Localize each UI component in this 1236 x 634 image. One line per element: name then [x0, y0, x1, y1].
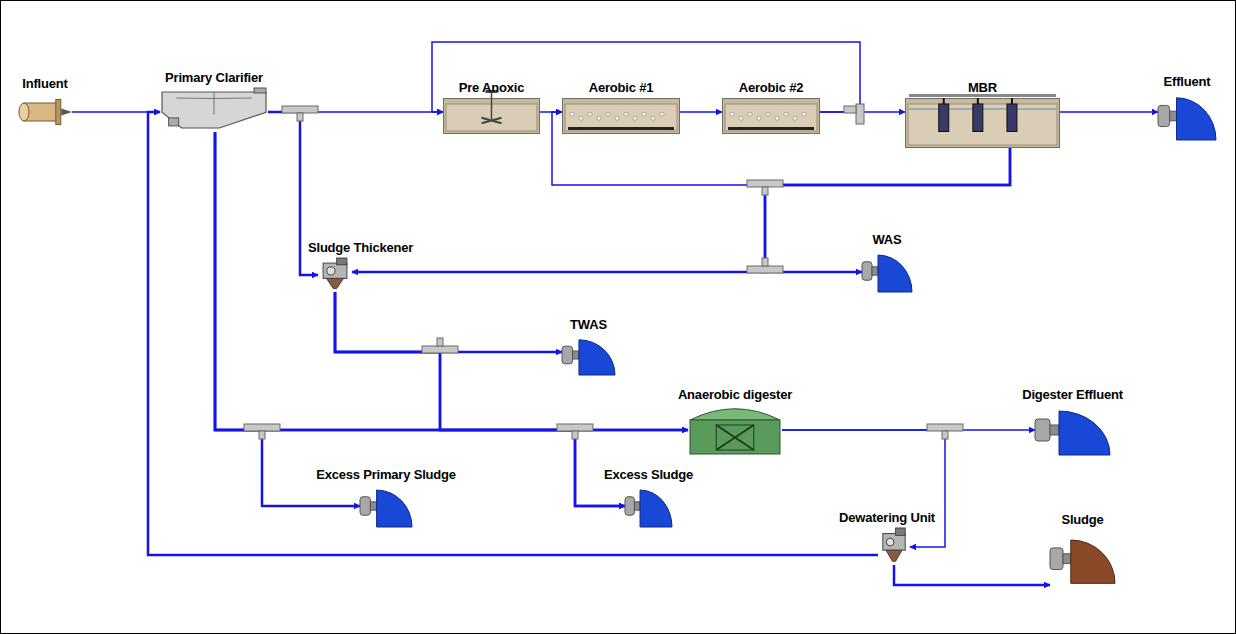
unit-label: Sludge Thickener — [308, 240, 413, 255]
process-unit: Aerobic #1 — [562, 98, 680, 134]
unit-label: Dewatering Unit — [839, 510, 935, 525]
splitter-symbol — [747, 258, 783, 273]
process-unit: Digester Effluent — [1035, 405, 1110, 455]
unit-symbol — [722, 98, 820, 134]
unit-symbol — [878, 528, 910, 565]
unit-label: Primary Clarifier — [165, 70, 263, 85]
splitter-symbol — [927, 424, 963, 439]
unit-label: Aerobic #1 — [589, 80, 653, 95]
unit-symbol — [862, 250, 912, 292]
unit-symbol — [905, 98, 1060, 148]
splitter-symbol — [282, 106, 318, 121]
flow-line — [765, 148, 1010, 272]
process-unit: TWAS — [562, 335, 615, 375]
splitter-symbol — [844, 104, 864, 124]
splitter-symbol — [244, 424, 280, 439]
unit-symbol — [360, 485, 412, 527]
splitter-symbol — [747, 180, 783, 195]
unit-label: Anaerobic digester — [678, 387, 792, 402]
unit-symbol — [688, 405, 782, 455]
process-unit: Sludge — [1050, 530, 1115, 612]
unit-symbol — [625, 485, 672, 527]
process-unit: Influent — [18, 94, 72, 130]
process-unit: Excess Sludge — [625, 485, 672, 527]
unit-label: Influent — [22, 76, 67, 91]
flow-line — [148, 112, 878, 555]
unit-symbol — [18, 94, 72, 130]
unit-label: TWAS — [570, 317, 607, 332]
process-unit: Sludge Thickener — [318, 258, 352, 292]
flow-line — [215, 132, 360, 506]
flow-line — [215, 132, 688, 430]
flow-line — [782, 430, 945, 547]
flow-line — [335, 292, 688, 430]
unit-symbol — [1158, 92, 1216, 140]
process-unit: Pre Anoxic — [443, 98, 540, 134]
unit-label: MBR — [968, 80, 997, 95]
process-unit: Excess Primary Sludge — [360, 485, 412, 527]
unit-label: Excess Sludge — [604, 467, 693, 482]
unit-label: Digester Effluent — [1022, 387, 1123, 402]
unit-label: Effluent — [1164, 74, 1211, 89]
unit-symbol — [1050, 530, 1115, 612]
flow-line — [352, 148, 1010, 272]
unit-symbol — [160, 88, 268, 132]
flow-line — [1060, 111, 1158, 113]
unit-symbol — [562, 335, 615, 375]
process-unit: Dewatering Unit — [878, 528, 910, 565]
flow-line — [894, 565, 1050, 585]
splitter-symbol — [422, 338, 458, 353]
unit-label: Pre Anoxic — [459, 80, 524, 95]
splitter-symbol — [557, 424, 593, 439]
process-unit: Effluent — [1158, 92, 1216, 140]
unit-label: Aerobic #2 — [739, 80, 803, 95]
process-unit: WAS — [862, 250, 912, 292]
process-unit: Primary Clarifier — [160, 88, 268, 132]
unit-symbol — [562, 98, 680, 134]
unit-symbol — [443, 98, 540, 134]
process-unit: Anaerobic digester — [688, 405, 782, 455]
flow-line — [215, 132, 625, 506]
flow-line — [680, 111, 722, 113]
process-unit: Aerobic #2 — [722, 98, 820, 134]
unit-label: Excess Primary Sludge — [316, 467, 456, 482]
unit-label: Sludge — [1061, 512, 1103, 527]
unit-symbol — [1035, 405, 1110, 455]
process-unit: MBR — [905, 98, 1060, 148]
unit-symbol — [318, 258, 352, 292]
unit-label: WAS — [872, 232, 901, 247]
flow-line — [335, 292, 562, 352]
